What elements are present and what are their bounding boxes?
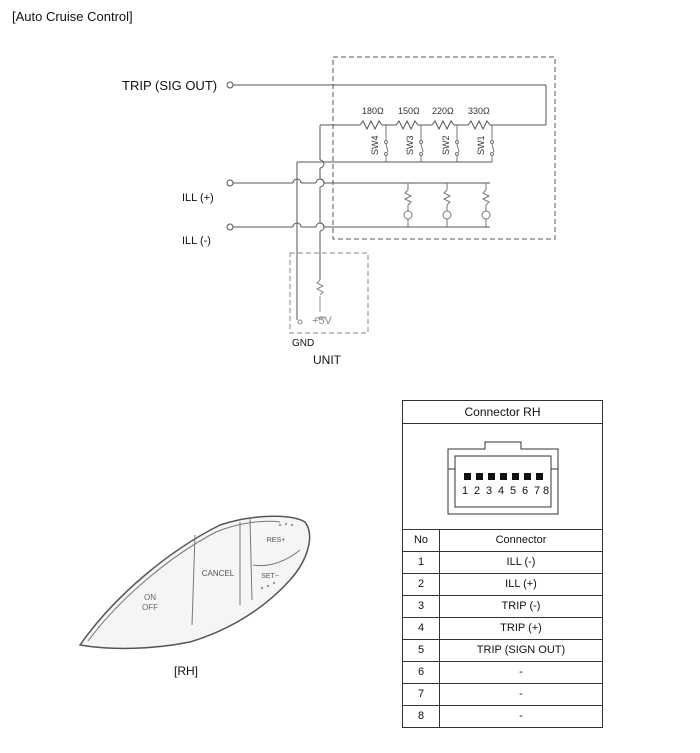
unit-label: UNIT <box>313 353 341 367</box>
table-row: 2 ILL (+) <box>403 574 602 596</box>
switch-body <box>78 515 311 650</box>
pin-number-4: 4 <box>498 485 504 497</box>
pin-number-5: 5 <box>510 485 516 497</box>
pin-no: 1 <box>403 552 440 573</box>
resistor-label-330: 330Ω <box>468 106 490 116</box>
pin-name: - <box>519 688 523 700</box>
resistor-220 <box>431 119 455 131</box>
page-title: [Auto Cruise Control] <box>12 9 133 24</box>
table-row: 5 TRIP (SIGN OUT) <box>403 640 602 662</box>
pin-number-1: 1 <box>462 485 468 497</box>
res-label: RES+ <box>267 537 285 544</box>
table-row: 3 TRIP (-) <box>403 596 602 618</box>
resistor-180 <box>359 119 383 131</box>
pin-name: - <box>519 666 523 678</box>
pin-no: 5 <box>403 640 440 661</box>
ill-minus-label: ILL (-) <box>182 235 211 247</box>
pin-number-7: 7 <box>534 485 540 497</box>
resistor-label-180: 180Ω <box>362 106 384 116</box>
pin-no: 6 <box>403 662 440 683</box>
pin-name: TRIP (+) <box>500 622 542 634</box>
pin-number-6: 6 <box>522 485 528 497</box>
table-row: 6- <box>403 662 602 684</box>
table-row: 1 ILL (-) <box>403 552 602 574</box>
pin-no: 3 <box>403 596 440 617</box>
table-row: 4 TRIP (+) <box>403 618 602 640</box>
pin-no: 7 <box>403 684 440 705</box>
cruise-switch-illustration: ON OFF CANCEL RES+ SET− <box>78 515 311 650</box>
switch-label-sw1: SW1 <box>476 135 486 155</box>
pin-name: - <box>519 710 523 722</box>
switch-label-sw3: SW3 <box>405 135 415 155</box>
cancel-label: CANCEL <box>202 569 235 578</box>
connector-title: Connector RH <box>403 401 602 424</box>
off-label: OFF <box>142 603 158 612</box>
connector-icon: 1 2 3 4 5 6 7 8 <box>447 441 559 515</box>
pin-no: 2 <box>403 574 440 595</box>
pin-number-8: 8 <box>543 485 549 497</box>
gnd-label: GND <box>292 338 315 349</box>
pin-name: ILL (-) <box>506 556 536 568</box>
pin-number-3: 3 <box>486 485 492 497</box>
rh-caption: [RH] <box>174 664 198 678</box>
col-header-connector: Connector <box>495 534 547 546</box>
connector-picture: 1 2 3 4 5 6 7 8 <box>403 424 602 530</box>
circuit-diagram: 180Ω 150Ω 220Ω 330Ω SW4 SW3 SW2 SW1 +5V <box>226 56 556 334</box>
resistor-330 <box>467 119 491 131</box>
pin-name: TRIP (-) <box>501 600 541 612</box>
trip-sig-out-label: TRIP (SIG OUT) <box>122 78 218 93</box>
switch-label-sw2: SW2 <box>441 135 451 155</box>
table-row: 8- <box>403 706 602 727</box>
connector-table: Connector RH 1 2 3 <box>402 400 603 728</box>
on-label: ON <box>144 593 156 602</box>
pin-number-2: 2 <box>474 485 480 497</box>
switch-label-sw4: SW4 <box>370 135 380 155</box>
pin-name: TRIP (SIGN OUT) <box>476 644 566 656</box>
table-row: 7- <box>403 684 602 706</box>
col-header-no: No <box>403 530 440 551</box>
pin-name: ILL (+) <box>505 578 537 590</box>
table-header-row: No Connector <box>403 530 602 552</box>
set-label: SET− <box>261 573 279 580</box>
resistor-label-150: 150Ω <box>398 106 420 116</box>
resistor-150 <box>395 119 419 131</box>
pin-no: 8 <box>403 706 440 727</box>
ill-plus-label: ILL (+) <box>182 192 214 204</box>
unit-outline <box>289 252 369 334</box>
switch-housing-outline <box>332 56 556 240</box>
voltage-label: +5V <box>312 315 333 327</box>
pin-no: 4 <box>403 618 440 639</box>
switch-inner-edge <box>87 520 281 642</box>
resistor-label-220: 220Ω <box>432 106 454 116</box>
